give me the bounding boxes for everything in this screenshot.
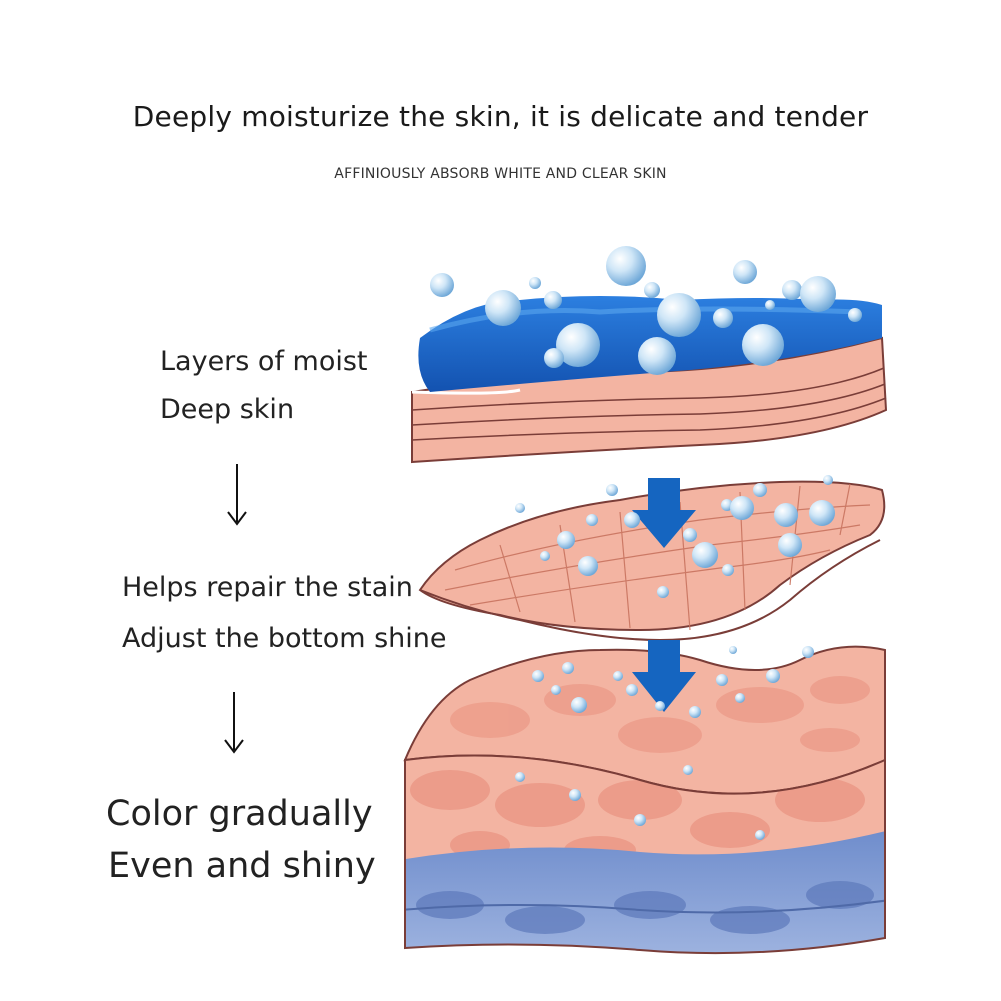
step3-line2: Even and shiny (108, 846, 376, 886)
page-subtitle: AFFINIOUSLY ABSORB WHITE AND CLEAR SKIN (334, 166, 667, 182)
step3-line1: Color gradually (106, 794, 373, 834)
moisture-layer (411, 296, 888, 464)
base-skin-block (403, 645, 886, 955)
down-arrow-icon (227, 464, 247, 526)
down-arrow-icon (224, 692, 244, 754)
step2-line1: Helps repair the stain (122, 572, 413, 603)
water-bubbles (430, 246, 862, 840)
absorption-arrow-icon (632, 478, 696, 712)
page-title: Deeply moisturize the skin, it is delica… (132, 100, 869, 133)
step1-line1: Layers of moist (160, 346, 368, 377)
step1-line2: Deep skin (160, 394, 295, 425)
step2-line2: Adjust the bottom shine (122, 623, 447, 654)
